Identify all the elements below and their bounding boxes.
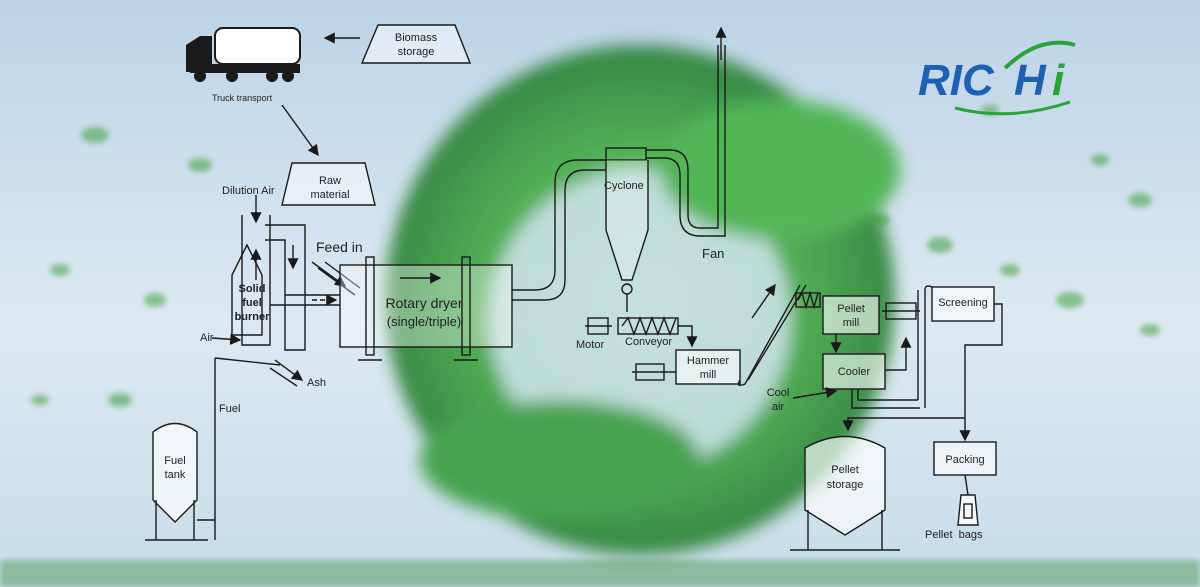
label-pellet-bags: Pellet bags [925, 529, 983, 541]
label-ash: Ash [307, 377, 326, 389]
diagram-labels: Biomass storage Truck transport Raw mate… [164, 32, 987, 541]
label-pellet-storage-1: Pellet [831, 464, 859, 476]
label-motor: Motor [576, 339, 604, 351]
process-lines [145, 24, 1003, 551]
logo-text-h: H [1014, 56, 1047, 105]
label-cooler: Cooler [838, 366, 871, 378]
pellet-bag-shape [957, 494, 979, 526]
hammer-mill-shape [675, 349, 741, 385]
label-biomass-storage-1: Biomass [395, 32, 438, 44]
label-solid-fuel-burner-3: burner [235, 311, 271, 323]
label-pellet-storage-2: storage [827, 479, 864, 491]
label-fuel: Fuel [219, 403, 240, 415]
truck-icon [186, 27, 301, 82]
label-biomass-storage-2: storage [398, 46, 435, 58]
screening-shape [931, 286, 995, 322]
label-fan: Fan [702, 246, 724, 261]
label-truck-transport: Truck transport [212, 93, 273, 103]
ground-strip [0, 560, 1200, 587]
logo-swoosh [1003, 40, 1076, 70]
label-conveyor: Conveyor [625, 336, 672, 348]
label-hammer-mill-1: Hammer [687, 355, 730, 367]
label-fuel-tank-2: tank [165, 469, 186, 481]
label-hammer-mill-2: mill [700, 369, 717, 381]
label-cool-air-2: air [772, 401, 785, 413]
logo-text-i: i [1052, 56, 1065, 105]
label-dilution-air: Dilution Air [222, 185, 275, 197]
label-pellet-mill-1: Pellet [837, 303, 865, 315]
biomass-storage-shape [360, 24, 472, 64]
logo-text-ric: RIC [918, 56, 995, 105]
pellet-storage-shape [804, 435, 886, 536]
pellet-mill-shape [822, 295, 880, 335]
label-pellet-mill-2: mill [843, 317, 860, 329]
cooler-shape [822, 353, 886, 390]
label-solid-fuel-burner-2: fuel [242, 297, 262, 309]
packing-shape [933, 441, 997, 476]
label-rotary-dryer-1: Rotary dryer [385, 295, 462, 311]
label-solid-fuel-burner-1: Solid [239, 283, 266, 295]
logo-underline-swoosh [954, 100, 1071, 116]
label-raw-material-1: Raw [319, 175, 341, 187]
leaf-decorations [31, 105, 1160, 407]
label-fuel-tank-1: Fuel [164, 455, 185, 467]
raw-material-shape [281, 162, 376, 206]
fuel-tank-shape [152, 422, 198, 523]
label-screening: Screening [938, 297, 988, 309]
richi-logo: RIC H i [918, 40, 1076, 116]
label-packing: Packing [945, 454, 984, 466]
label-rotary-dryer-2: (single/triple) [387, 314, 461, 329]
cyclone-shape [605, 160, 649, 281]
label-feed-in: Feed in [316, 239, 363, 255]
label-cool-air-1: Cool [767, 387, 790, 399]
label-air: Air [200, 332, 214, 344]
label-cyclone: Cyclone [604, 180, 644, 192]
label-raw-material-2: material [310, 189, 349, 201]
